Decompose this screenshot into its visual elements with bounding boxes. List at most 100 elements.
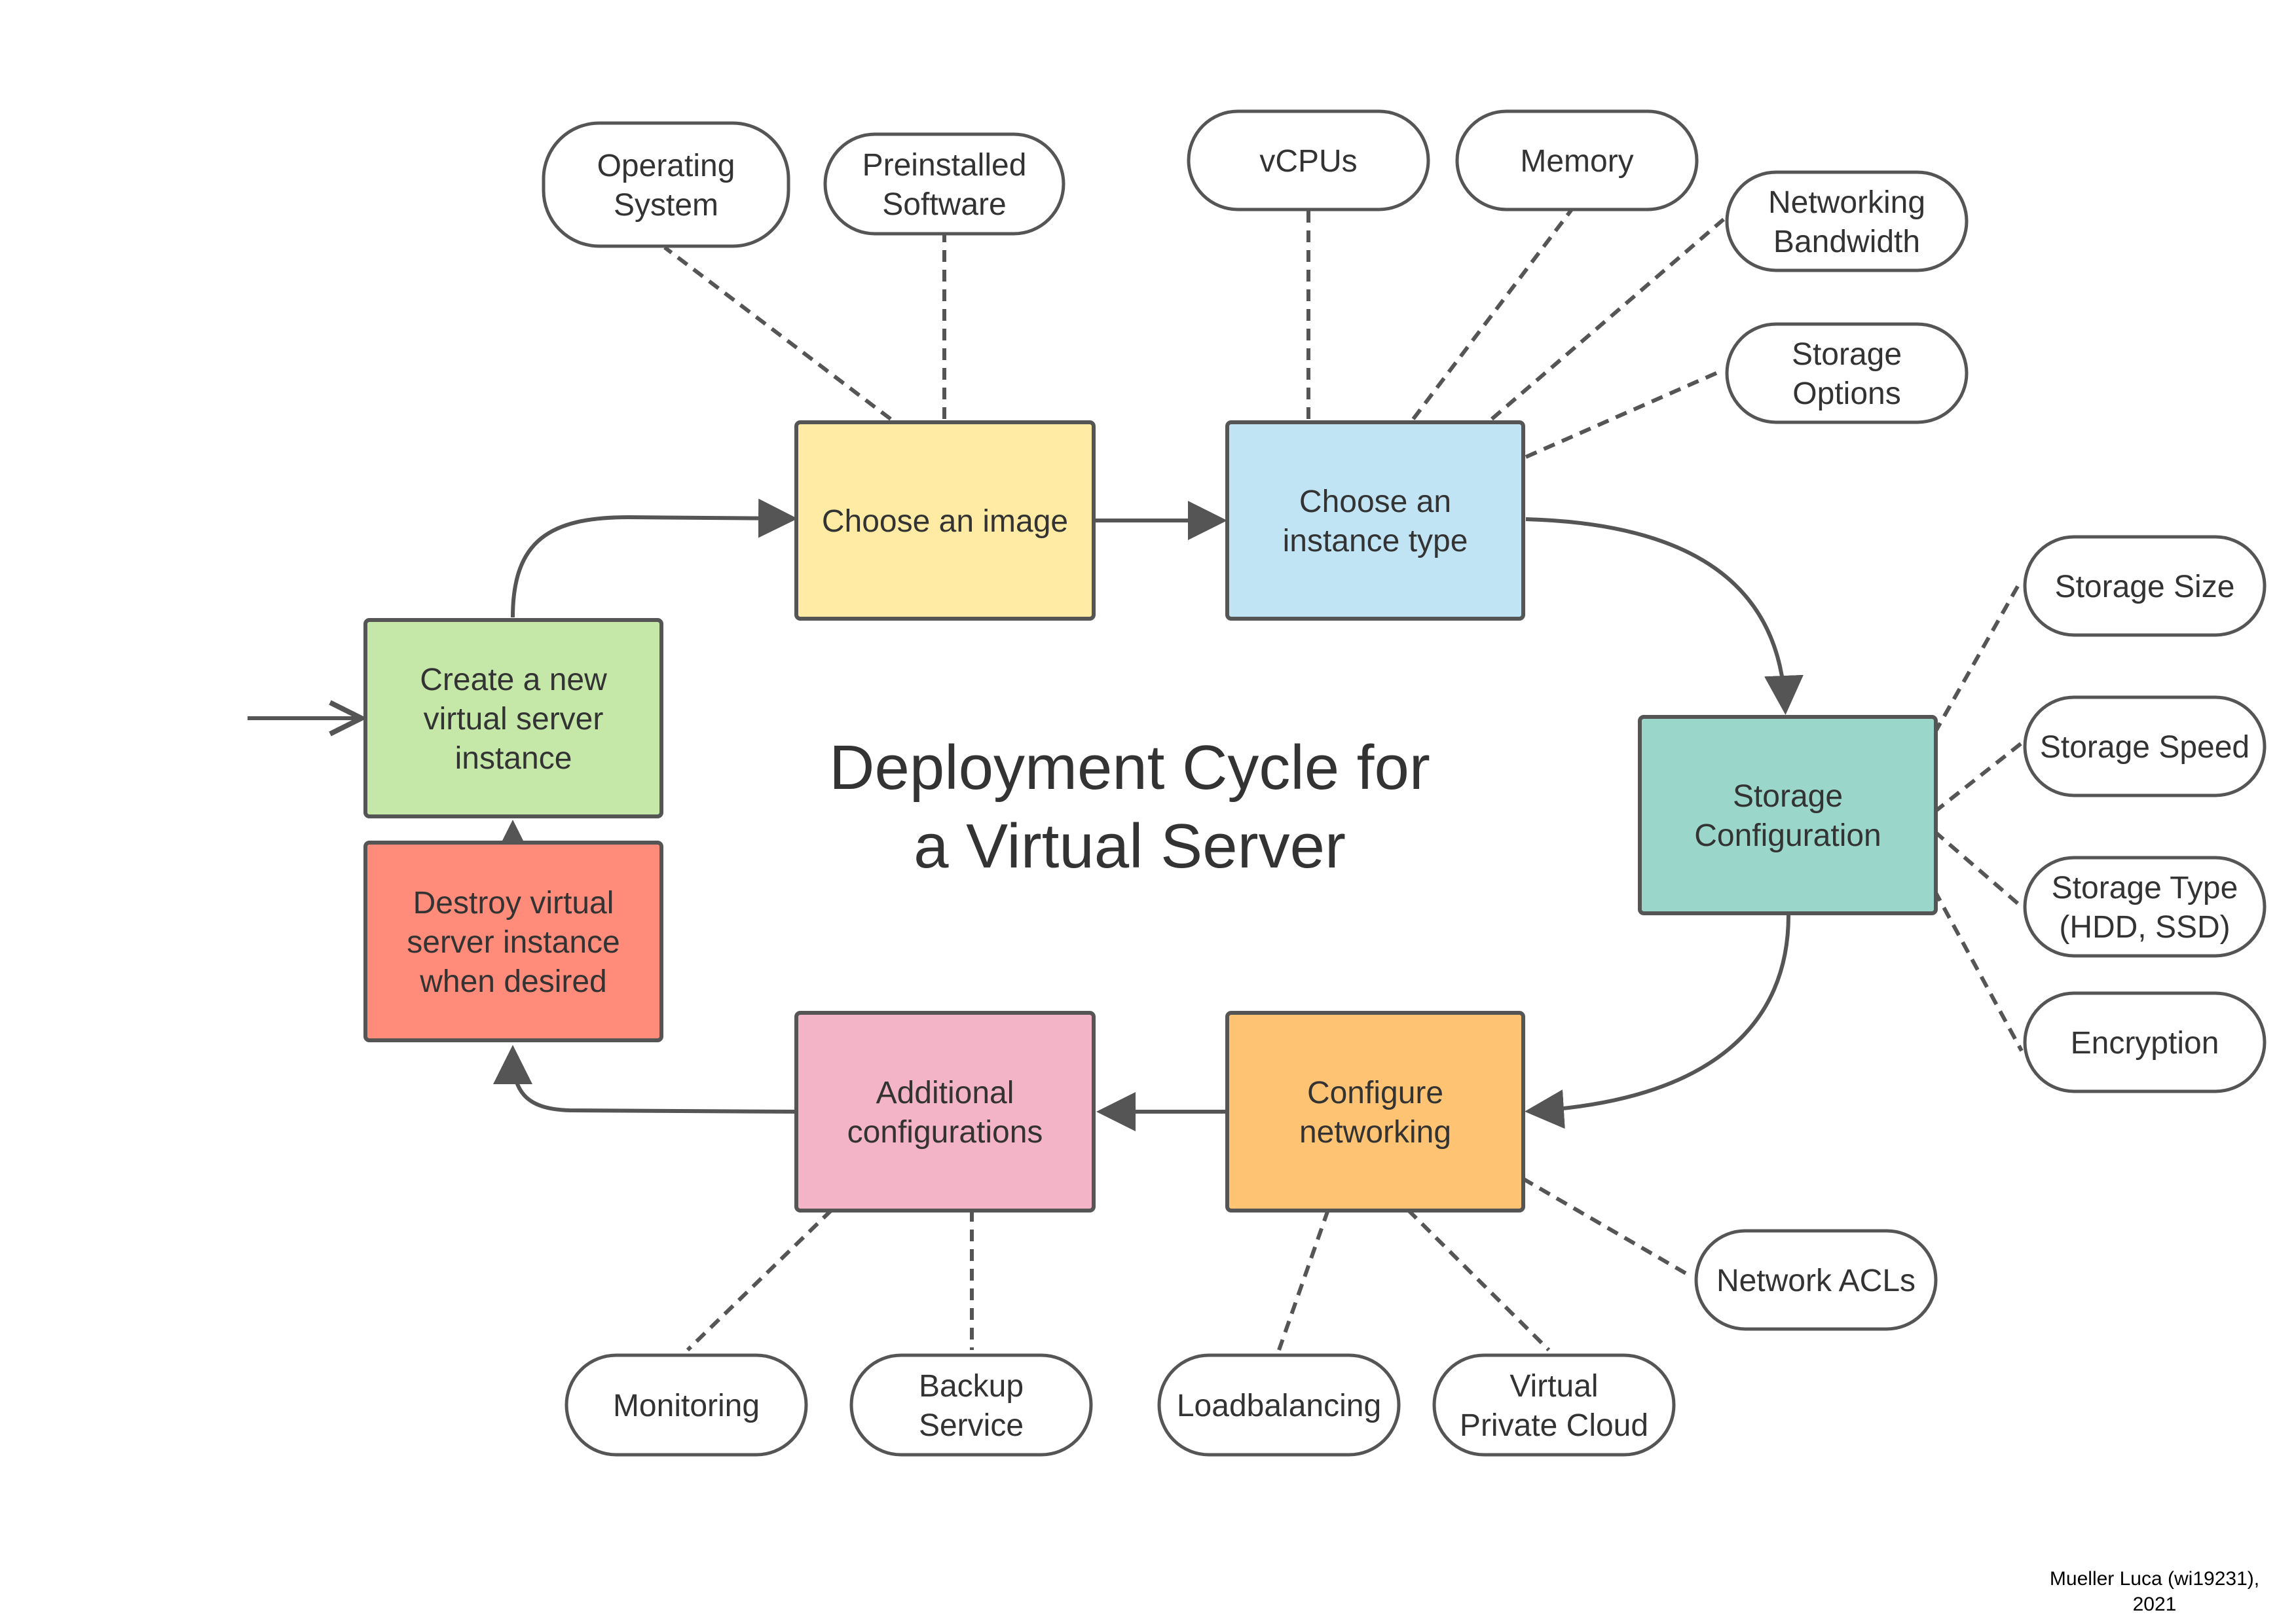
option-storage-speed-pill xyxy=(2023,695,2267,797)
label-line: networking xyxy=(1299,1115,1451,1150)
step-choose-instance-type-box xyxy=(1225,420,1525,621)
connector-encryption xyxy=(1933,889,2024,1052)
option-monitoring-pill xyxy=(565,1353,808,1457)
connector-bandwidth xyxy=(1491,217,1725,421)
arrow-create-to-image xyxy=(511,498,798,618)
connector-monitoring xyxy=(686,1208,834,1352)
label-line: Private Cloud xyxy=(1460,1408,1648,1443)
arrow-instance-to-storage xyxy=(1525,517,1804,715)
arrow-storage-to-network xyxy=(1525,915,1790,1129)
label-line: Service xyxy=(919,1408,1024,1443)
connector-os xyxy=(663,246,892,421)
option-storage-size-pill xyxy=(2023,535,2267,637)
option-storage-type[interactable]: Storage Type(HDD, SSD) xyxy=(2023,856,2267,958)
connector-storage-options xyxy=(1525,368,1725,459)
label-line: Networking xyxy=(1768,185,1925,220)
label-line: Monitoring xyxy=(613,1389,760,1423)
label-line: Storage Type xyxy=(2052,871,2238,905)
label-line: Encryption xyxy=(2071,1026,2219,1061)
option-loadbalancing[interactable]: Loadbalancing xyxy=(1157,1353,1401,1457)
option-network-acls-label: Network ACLs xyxy=(1716,1264,1916,1298)
label-line: Choose an xyxy=(1299,484,1451,519)
connector-storage-type xyxy=(1933,830,2023,909)
step-configure-networking-label: Configure networking xyxy=(1299,1076,1451,1150)
option-storage-speed[interactable]: Storage Speed xyxy=(2023,695,2267,797)
step-additional-configurations-label: Additional configurations xyxy=(847,1076,1043,1150)
label-line: server instance xyxy=(407,925,620,960)
option-virtual-private-cloud-pill xyxy=(1432,1353,1676,1457)
step-choose-image-box xyxy=(794,420,1096,621)
label-line: Configuration xyxy=(1694,818,1881,853)
step-configure-networking[interactable]: Configure networking xyxy=(1225,1011,1525,1213)
author-credit-line-2: 2021 xyxy=(2133,1594,2177,1615)
option-vcpus[interactable]: vCPUs xyxy=(1187,109,1430,211)
step-additional-configurations[interactable]: Additional configurations xyxy=(794,1011,1096,1213)
option-encryption-label: Encryption xyxy=(2071,1026,2219,1061)
label-line: Storage Size xyxy=(2055,570,2235,604)
label-line: Storage xyxy=(1733,779,1843,814)
connector-vpc xyxy=(1406,1208,1551,1352)
label-line: Additional xyxy=(876,1076,1014,1110)
option-storage-speed-label: Storage Speed xyxy=(2040,730,2250,765)
option-connectors xyxy=(663,208,2024,1352)
arrow-additional-to-destroy xyxy=(493,1045,797,1114)
label-line: virtual server xyxy=(424,702,604,737)
option-monitoring[interactable]: Monitoring xyxy=(565,1353,808,1457)
option-loadbalancing-label: Loadbalancing xyxy=(1177,1389,1381,1423)
label-line: Options xyxy=(1792,376,1900,411)
option-storage-size[interactable]: Storage Size xyxy=(2023,535,2267,637)
connector-acls xyxy=(1521,1176,1693,1279)
label-line: Bandwidth xyxy=(1773,225,1920,259)
option-operating-system-pill xyxy=(542,121,790,248)
step-choose-image[interactable]: Choose an image xyxy=(794,420,1096,621)
option-encryption[interactable]: Encryption xyxy=(2023,991,2267,1093)
label-line: Choose an image xyxy=(822,504,1068,539)
step-additional-configurations-box xyxy=(794,1011,1096,1213)
option-loadbalancing-pill xyxy=(1157,1353,1401,1457)
connector-memory xyxy=(1411,208,1574,420)
step-destroy-instance-box xyxy=(363,841,663,1042)
label-line: Storage Speed xyxy=(2040,730,2250,765)
label-line: Configure xyxy=(1307,1076,1443,1110)
step-storage-configuration-box xyxy=(1638,715,1938,915)
option-vcpus-pill xyxy=(1187,109,1430,211)
label-line: configurations xyxy=(847,1115,1043,1150)
label-line: when desired xyxy=(419,964,607,999)
option-memory[interactable]: Memory xyxy=(1455,109,1699,211)
label-line: Storage xyxy=(1792,337,1902,372)
option-encryption-pill xyxy=(2023,991,2267,1093)
connector-loadbalancing xyxy=(1277,1209,1330,1351)
diagram-title-line-1: Deployment Cycle for xyxy=(829,733,1430,803)
connector-storage-speed xyxy=(1933,741,2023,814)
option-storage-type-label: Storage Type(HDD, SSD) xyxy=(2052,871,2238,945)
option-backup-service-pill xyxy=(849,1353,1093,1457)
flow-arrows xyxy=(248,498,1804,1131)
option-memory-label: Memory xyxy=(1520,144,1633,179)
option-network-acls[interactable]: Network ACLs xyxy=(1694,1229,1938,1331)
label-line: Backup xyxy=(919,1369,1024,1404)
option-vcpus-label: vCPUs xyxy=(1259,144,1357,179)
label-line: Network ACLs xyxy=(1716,1264,1916,1298)
label-line: Operating xyxy=(597,149,735,183)
label-line: vCPUs xyxy=(1259,144,1357,179)
step-choose-image-label: Choose an image xyxy=(822,504,1068,539)
option-monitoring-label: Monitoring xyxy=(613,1389,760,1423)
